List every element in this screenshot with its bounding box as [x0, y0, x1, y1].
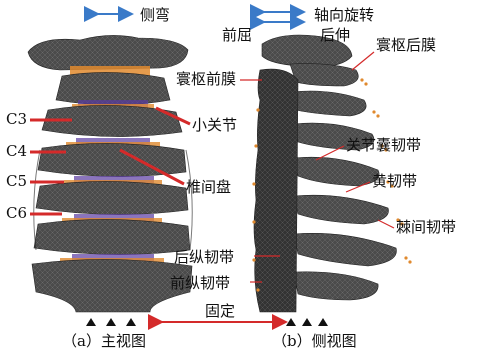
c4-label: C4	[6, 142, 27, 160]
front-atlas	[28, 35, 188, 70]
front-vertebra-c7	[32, 259, 192, 312]
posterior-atlanto-membrane-label: 寰枢后膜	[376, 36, 436, 54]
lateral-bend-label: 侧弯	[140, 6, 170, 24]
posterior-longitudinal-ligament-label: 后纵韧带	[174, 248, 234, 266]
ligamentum-flavum-label: 黄韧带	[372, 172, 417, 190]
flexion-label: 前屈	[222, 26, 252, 44]
front-vertebra-c5	[36, 181, 188, 214]
interspinous-ligament-label: 棘间韧带	[396, 218, 456, 236]
c3-label: C3	[6, 110, 27, 128]
front-fixed-markers	[86, 318, 136, 326]
c6-label: C6	[6, 204, 27, 222]
anterior-atlanto-membrane-label: 寰枢前膜	[176, 70, 236, 88]
disc-label: 椎间盘	[186, 178, 231, 196]
c5-label: C5	[6, 172, 27, 190]
facet-label: 小关节	[192, 116, 237, 134]
capsular-ligament-label: 关节囊韧带	[346, 136, 421, 154]
caption-a: （a）主视图	[62, 332, 146, 350]
caption-b: （b）侧视图	[272, 332, 357, 350]
extension-label: 后伸	[320, 26, 350, 44]
side-fixed-markers	[286, 318, 328, 326]
front-vertebra-c6	[34, 219, 190, 254]
anterior-longitudinal-ligament-label: 前纵韧带	[170, 274, 230, 292]
fixed-label: 固定	[205, 302, 235, 320]
axial-rotation-label: 轴向旋转	[314, 6, 374, 24]
